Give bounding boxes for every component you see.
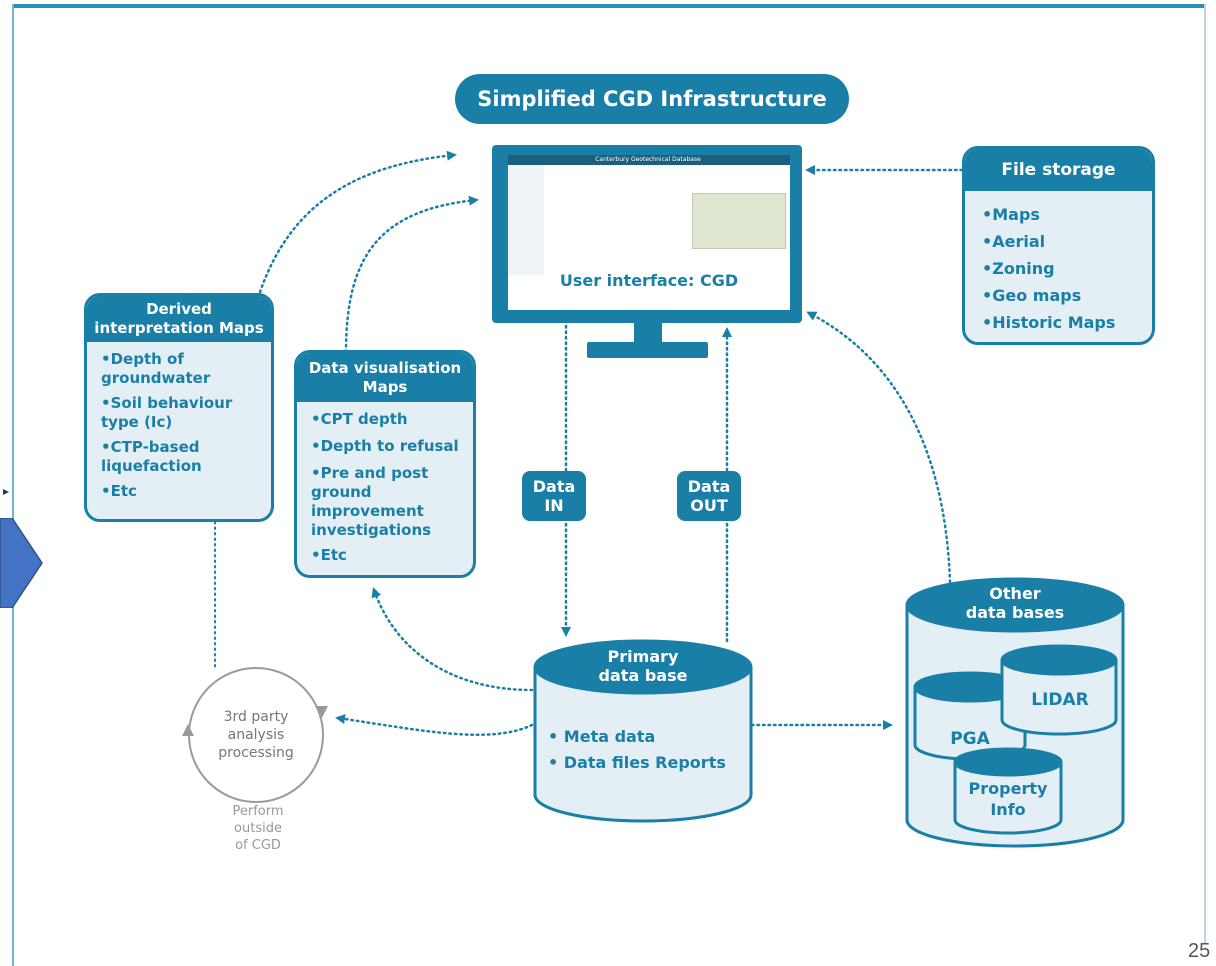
arrow-vis-to-ui [344, 195, 479, 354]
third-party-line3: processing [218, 745, 294, 761]
screen-header-bar [508, 155, 790, 165]
list-item: Soil behaviour type (Ic) [101, 394, 255, 432]
slide-chevron-icon[interactable] [0, 518, 44, 608]
left-arrowhead-icon [182, 724, 194, 736]
list-item: Etc [311, 546, 463, 565]
list-item: Historic Maps [982, 309, 1152, 336]
third-party-line2: analysis [227, 727, 285, 743]
right-arrowhead-icon [316, 706, 328, 718]
list-item: Depth to refusal [311, 437, 463, 456]
derived-maps-box: Derived interpretation Maps Depth of gro… [84, 293, 274, 522]
list-item: Pre and post ground improvement investig… [311, 464, 463, 540]
file-storage-header: File storage [965, 149, 1152, 191]
derived-maps-header: Derived interpretation Maps [87, 296, 271, 342]
primary-db-cylinder [533, 639, 753, 823]
list-item: Depth of groundwater [101, 350, 255, 388]
other-db-title-line2: data bases [965, 603, 1065, 622]
list-item: Aerial [982, 228, 1152, 255]
vis-maps-list: CPT depth Depth to refusal Pre and post … [297, 402, 473, 565]
page-number: 25 [1188, 940, 1211, 962]
property-label-line2: Info [990, 800, 1026, 819]
list-item: CPT depth [311, 410, 463, 429]
data-in-line1: Data [532, 477, 576, 496]
vis-maps-header-line2: Maps [362, 378, 408, 396]
list-item: • Data files Reports [548, 753, 726, 772]
data-out-tag: Data OUT [677, 471, 741, 521]
frame-top-border [14, 4, 1206, 8]
vis-maps-header: Data visualisation Maps [297, 353, 473, 402]
frame-right-border [1204, 4, 1206, 944]
list-item-text: Meta data [563, 727, 656, 746]
list-item: Maps [982, 201, 1152, 228]
note-line3: of CGD [235, 838, 281, 853]
list-item: CTP-based liquefaction [101, 438, 255, 476]
primary-db-list: • Meta data • Data files Reports [548, 724, 748, 776]
arrow-primary-to-third [335, 714, 534, 736]
outside-cgd-note: Perform outside of CGD [213, 803, 303, 854]
file-storage-list: Maps Aerial Zoning Geo maps Historic Map… [965, 191, 1152, 336]
other-db-title: Other data bases [940, 584, 1090, 622]
ui-caption: User interface: CGD [559, 271, 739, 290]
lidar-cylinder [1000, 644, 1118, 736]
derived-maps-header-line2: interpretation Maps [94, 319, 264, 337]
list-item: Etc [101, 482, 255, 501]
data-out-line1: Data [687, 477, 731, 496]
third-party-line1: 3rd party [223, 709, 289, 725]
note-line2: outside [234, 821, 282, 836]
list-item: • Meta data [548, 727, 656, 746]
circle-arrowheads [182, 706, 328, 736]
data-out-line2: OUT [690, 496, 728, 515]
vis-maps-box: Data visualisation Maps CPT depth Depth … [294, 350, 476, 578]
data-in-tag: Data IN [522, 471, 586, 521]
screen-title: Canterbury Geotechnical Database [595, 156, 701, 163]
primary-db-title: Primary data base [560, 647, 726, 685]
derived-maps-header-line1: Derived [146, 300, 212, 318]
list-item: Zoning [982, 255, 1152, 282]
monitor-neck [634, 322, 662, 344]
primary-db-title-line2: data base [598, 666, 688, 685]
property-label-line1: Property [968, 779, 1048, 798]
vis-maps-header-line1: Data visualisation [308, 359, 462, 377]
screen-map-thumbnail [692, 193, 786, 249]
arrow-otherdb-to-ui [806, 311, 952, 584]
small-pointer-icon [3, 489, 9, 495]
data-in-line2: IN [544, 496, 564, 515]
list-item-text: Data files Reports [563, 753, 726, 772]
property-label: Property Info [958, 778, 1058, 820]
derived-maps-list: Depth of groundwater Soil behaviour type… [87, 342, 271, 501]
screen-sidebar [508, 165, 544, 275]
arrow-primary-to-vis [371, 587, 534, 692]
file-storage-box: File storage Maps Aerial Zoning Geo maps… [962, 146, 1155, 345]
arrow-derived-to-ui [258, 150, 457, 294]
cgd-screen: Canterbury Geotechnical Database User in… [508, 155, 790, 310]
lidar-label: LIDAR [1031, 690, 1089, 710]
primary-db-title-line1: Primary [607, 647, 679, 666]
frame-left-border [12, 4, 14, 966]
monitor-base [587, 342, 708, 358]
list-item: Geo maps [982, 282, 1152, 309]
pga-label: PGA [950, 729, 990, 749]
note-line1: Perform [232, 804, 284, 819]
property-cylinder [953, 747, 1063, 835]
diagram-title: Simplified CGD Infrastructure [455, 74, 849, 124]
other-db-title-line1: Other [989, 584, 1041, 603]
